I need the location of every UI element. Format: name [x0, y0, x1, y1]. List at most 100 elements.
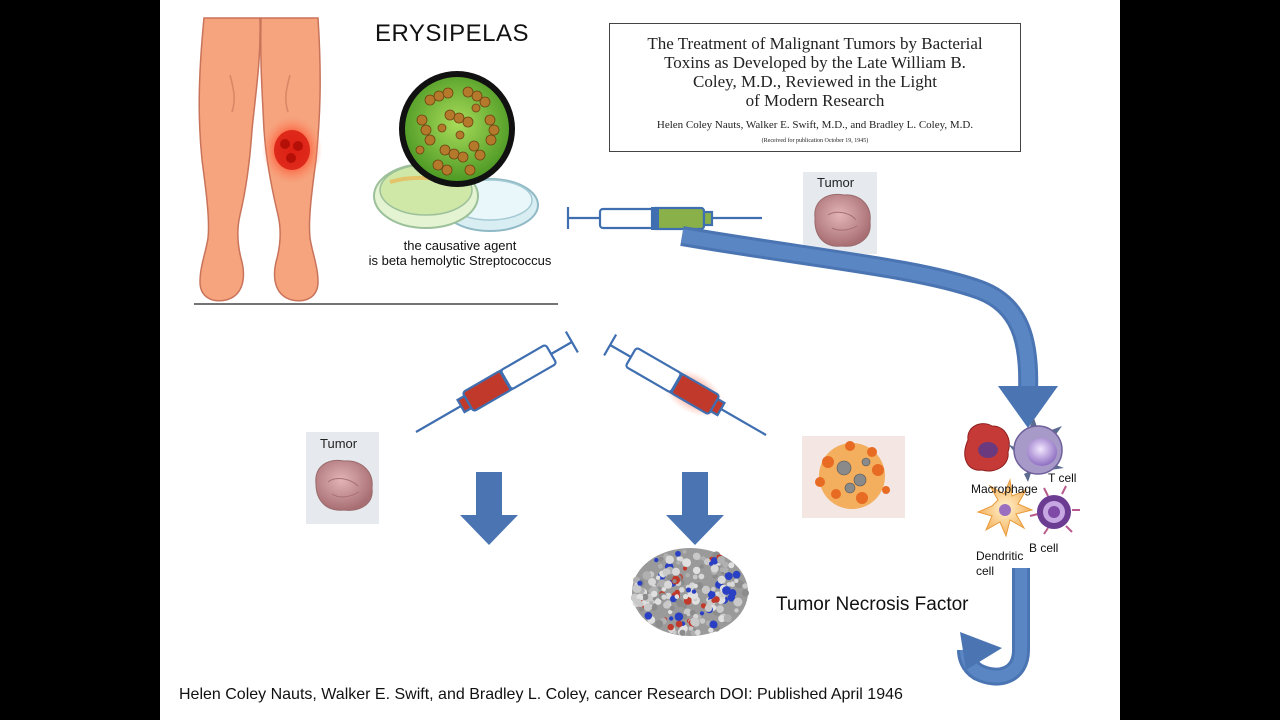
- molecule-atom: [637, 580, 643, 586]
- molecule-atom: [691, 589, 697, 594]
- molecule-atom: [676, 556, 681, 561]
- molecule-atom: [685, 573, 690, 578]
- molecule-atom: [669, 616, 674, 621]
- paper-citation-box: The Treatment of Malignant Tumors by Bac…: [609, 23, 1021, 152]
- tumor-label-top: Tumor: [817, 175, 855, 190]
- molecule-atom: [672, 630, 677, 635]
- molecule-atom: [717, 575, 726, 585]
- molecule-atom: [695, 582, 703, 590]
- molecule-atom: [658, 563, 663, 569]
- molecule-atom: [664, 580, 673, 589]
- molecule-atom: [699, 564, 704, 569]
- molecule-atom: [651, 604, 657, 611]
- molecule-atom: [649, 600, 654, 605]
- citation-footer: Helen Coley Nauts, Walker E. Swift, and …: [179, 686, 903, 703]
- molecule-atom: [669, 605, 675, 611]
- molecule-atom: [682, 558, 691, 567]
- down-arrow-left: [460, 472, 518, 545]
- syringe-red-right: [603, 334, 767, 436]
- tumor-image-left: [306, 432, 379, 524]
- molecule-atom: [724, 572, 733, 581]
- molecule-atom: [661, 594, 667, 600]
- dendritic-cell: [976, 478, 1034, 538]
- molecule-atom: [707, 590, 716, 599]
- molecule-atom: [655, 620, 663, 628]
- molecule-atom: [666, 574, 673, 581]
- molecule-atom: [665, 592, 672, 600]
- molecule-atom: [634, 598, 642, 606]
- dendritic-label-line-2: cell: [976, 564, 995, 578]
- molecule-atom: [655, 575, 661, 580]
- paper-title-line-3: Coley, M.D., Reviewed in the Light: [693, 72, 937, 91]
- molecule-atom: [639, 606, 644, 612]
- paper-received-date: (Received for publication October 19, 19…: [761, 138, 869, 144]
- molecule-atom: [661, 587, 667, 592]
- petri-dish-illustration: [373, 71, 539, 232]
- molecule-atom: [733, 597, 743, 607]
- molecule-atom: [676, 560, 681, 565]
- bacteria-caption: the causative agent is beta hemolytic St…: [340, 238, 580, 268]
- molecule-atom: [722, 586, 731, 595]
- molecule-atom: [701, 585, 711, 595]
- molecule-atom: [711, 598, 717, 603]
- tnf-molecule: [630, 548, 750, 636]
- molecule-atom: [690, 617, 700, 627]
- molecule-atom: [643, 603, 652, 612]
- molecule-atom: [682, 603, 687, 609]
- tumor-label-left: Tumor: [320, 436, 358, 451]
- molecule-atom: [716, 605, 724, 613]
- molecule-atom: [694, 629, 701, 636]
- paper-authors: Helen Coley Nauts, Walker E. Swift, M.D.…: [656, 119, 974, 131]
- molecule-atom: [689, 609, 696, 616]
- molecule-atom: [632, 584, 642, 593]
- slide: ERYSIPELAS the causative agent is beta h…: [160, 0, 1120, 720]
- molecule-atom: [692, 574, 698, 580]
- disease-title: ERYSIPELAS: [375, 20, 529, 47]
- dendritic-label-line-1: Dendritic: [976, 549, 1024, 563]
- molecule-atom: [648, 578, 656, 586]
- molecule-atom: [708, 627, 714, 633]
- molecule-atom: [723, 614, 732, 623]
- molecule-atom: [679, 629, 686, 636]
- molecule-atom: [686, 587, 691, 593]
- molecule-atom: [734, 608, 739, 613]
- b-cell: [1029, 485, 1080, 535]
- macrophage-label: Macrophage: [971, 482, 1038, 496]
- molecule-atom: [717, 556, 726, 564]
- molecule-atom: [690, 630, 696, 636]
- molecule-atom: [674, 612, 684, 621]
- molecule-atom: [654, 598, 662, 605]
- curved-arrow: [680, 226, 1058, 428]
- molecule-atom: [654, 557, 659, 563]
- syringe-red-left: [415, 331, 579, 433]
- streptococcus-chains: [415, 86, 500, 176]
- molecule-atom: [718, 615, 726, 623]
- molecule-atom: [688, 626, 694, 631]
- t-cell-label: T cell: [1048, 471, 1077, 485]
- molecule-atom: [700, 603, 707, 609]
- syringe-green: [566, 206, 762, 231]
- t-cell: [1008, 418, 1064, 482]
- molecule-atom: [662, 568, 671, 577]
- molecule-atom: [734, 578, 739, 583]
- molecule-atom: [703, 558, 711, 566]
- left-leg: [198, 17, 261, 302]
- molecule-atom: [665, 555, 674, 564]
- molecule-atom: [663, 601, 671, 609]
- molecule-atom: [692, 552, 701, 560]
- molecule-atom: [641, 593, 649, 601]
- molecule-atom: [692, 566, 701, 575]
- tumor-image-top: [803, 172, 877, 254]
- molecule-atom: [681, 613, 688, 620]
- molecule-atom: [642, 571, 652, 580]
- molecule-atom: [741, 589, 750, 597]
- caption-line-2: is beta hemolytic Streptococcus: [368, 253, 552, 268]
- paper-title-line-2: Toxins as Developed by the Late William …: [664, 53, 966, 72]
- molecule-atom: [658, 556, 664, 562]
- molecule-atom: [675, 620, 683, 628]
- molecule-atom: [675, 550, 681, 557]
- paper-title-line-1: The Treatment of Malignant Tumors by Bac…: [647, 34, 983, 53]
- molecule-atom: [709, 620, 718, 629]
- molecule-atom: [693, 583, 698, 589]
- immune-cells: [964, 418, 1080, 538]
